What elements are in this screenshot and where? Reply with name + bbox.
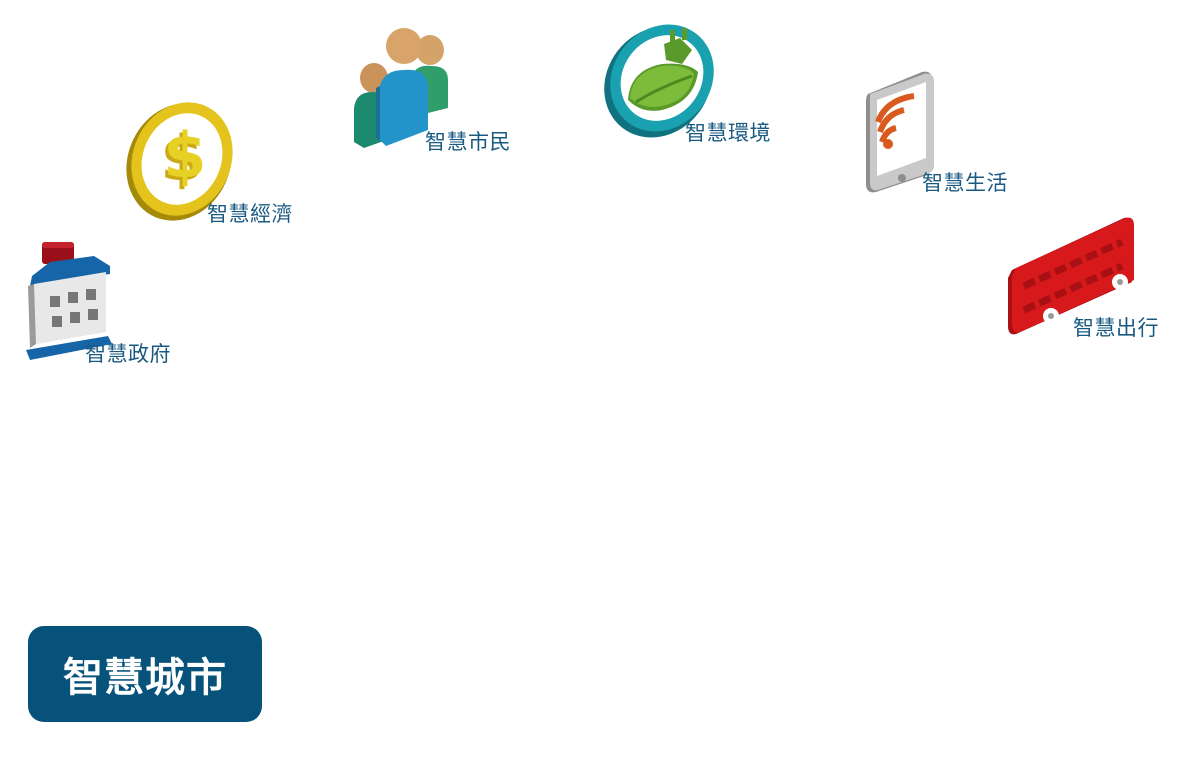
category-smart-citizens[interactable]: 智慧市民 <box>350 28 530 158</box>
category-smart-living[interactable]: 智慧生活 <box>864 70 1024 195</box>
mobile-wifi-icon <box>866 71 934 193</box>
category-smart-economy[interactable]: $ $ 智慧經濟 <box>124 100 304 230</box>
category-label: 智慧出行 <box>1073 316 1159 340</box>
svg-text:$: $ <box>160 122 203 195</box>
svg-text:$: $ <box>163 119 206 192</box>
category-label: 智慧生活 <box>922 171 1008 195</box>
citizens-people-icon <box>354 28 448 148</box>
category-label: 智慧市民 <box>425 130 511 154</box>
category-label: 智慧經濟 <box>207 202 293 226</box>
category-label: 智慧政府 <box>85 342 171 366</box>
smart-city-button[interactable]: 智慧城市 <box>28 626 262 722</box>
category-label: 智慧環境 <box>685 121 771 145</box>
category-smart-environment[interactable]: 智慧環境 <box>604 18 786 148</box>
category-smart-transportation[interactable]: 智慧出行 <box>1006 212 1176 342</box>
dollar-coin-icon: $ $ <box>126 102 233 221</box>
leaf-plug-icon <box>604 24 714 138</box>
double-decker-bus-icon <box>1008 217 1134 335</box>
category-smart-government[interactable]: 智慧政府 <box>24 240 184 370</box>
government-building-icon <box>26 242 112 360</box>
